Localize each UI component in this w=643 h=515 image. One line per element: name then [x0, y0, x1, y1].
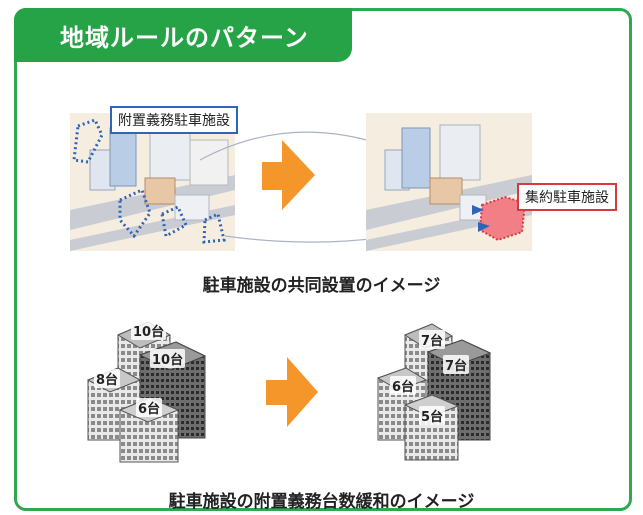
parking-outline-left	[72, 118, 104, 164]
count-label-before: 8台	[94, 369, 121, 388]
count-label-after: 6台	[390, 376, 417, 395]
arrow-top	[262, 140, 315, 210]
joint-parking-caption: 駐車施設の共同設置のイメージ	[202, 276, 441, 296]
relaxation-caption: 駐車施設の附置義務台数緩和のイメージ	[168, 492, 475, 512]
arrow-bottom	[266, 357, 318, 427]
count-label-after: 7台	[419, 330, 446, 349]
count-label-before: 10台	[131, 321, 167, 340]
section-title: 地域ルールのパターン	[14, 8, 352, 62]
city-scene-before	[70, 113, 235, 251]
parking-outline-right	[202, 211, 226, 244]
required-parking-label: 附置義務駐車施設	[110, 106, 238, 134]
parking-outline-small	[160, 205, 188, 239]
count-label-after: 5台	[419, 406, 446, 425]
count-label-before: 6台	[136, 398, 163, 417]
consolidated-parking-label: 集約駐車施設	[517, 183, 617, 211]
count-label-after: 7台	[443, 355, 470, 374]
city-scene-after	[366, 113, 532, 251]
parking-outline-mid	[118, 187, 152, 239]
buildings-before	[86, 321, 207, 463]
count-label-before: 10台	[150, 349, 186, 368]
